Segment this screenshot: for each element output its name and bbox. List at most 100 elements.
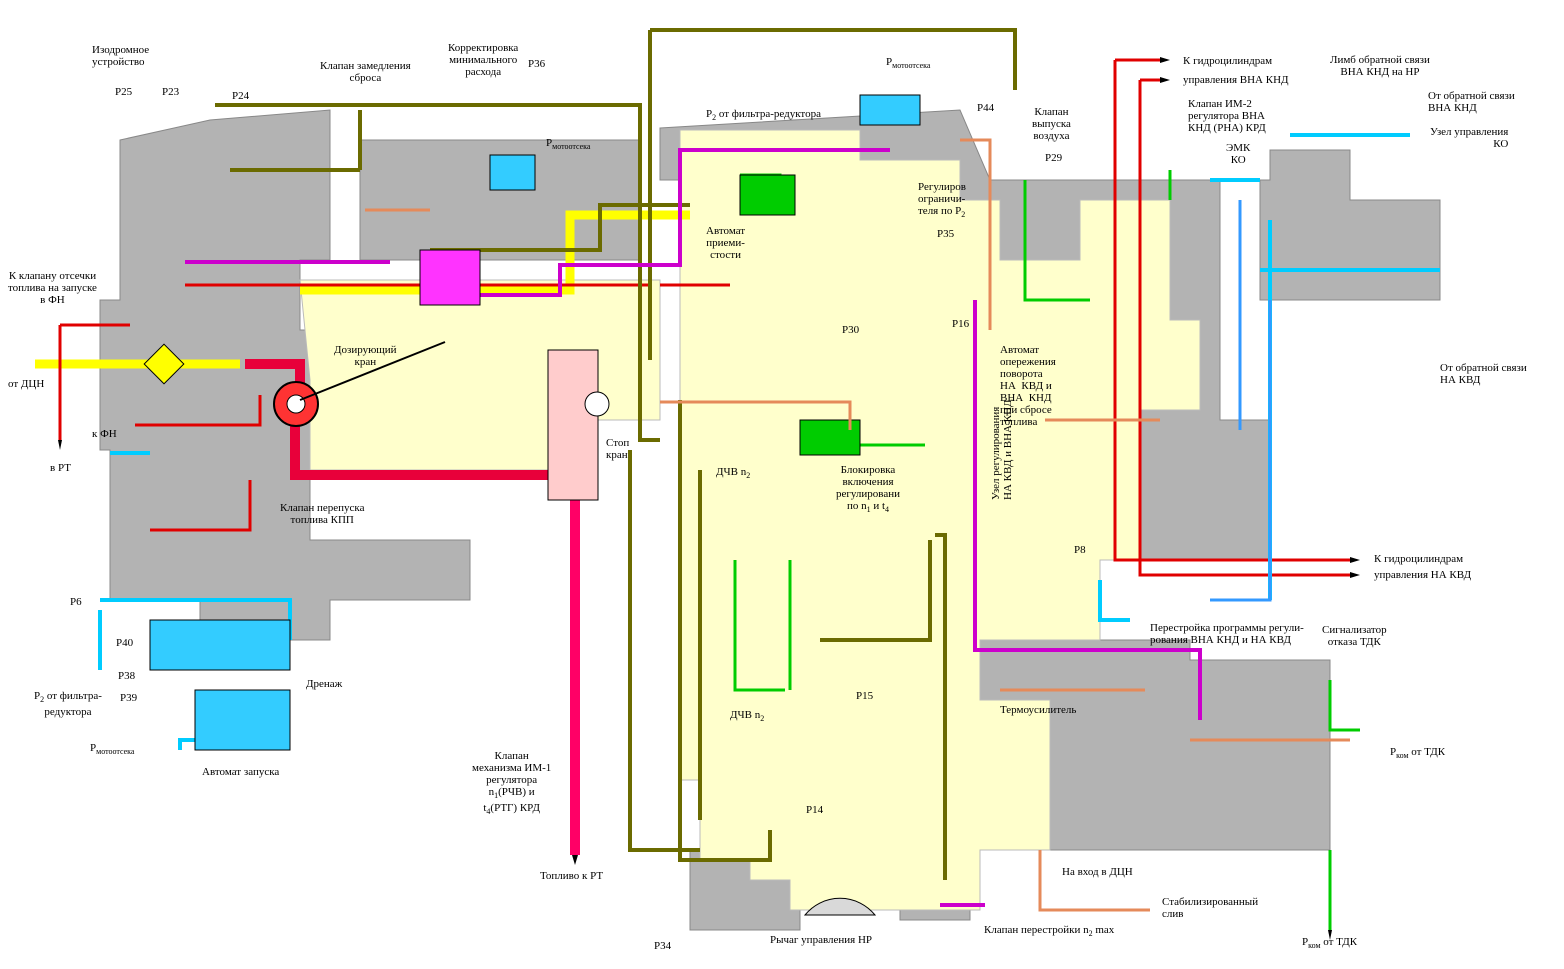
label-klapan-perestroiki-end: max [1095, 924, 1115, 936]
label-klapan-im1: Клапан механизма ИМ-1 регулятора n1(РЧВ)… [472, 750, 551, 818]
dosing-lever [299, 341, 446, 401]
label-p44: Р44 [977, 102, 995, 114]
label-p-kom-bottom-main: Р [1302, 936, 1309, 948]
label-p40: Р40 [116, 637, 134, 649]
label-v-rt-left: в РТ [50, 462, 71, 474]
label-p-moto-left: Рмотоотсека [90, 742, 134, 758]
label-p-moto-left-sub: мотоотсека [96, 747, 135, 757]
label-p-kom-bottom-rest: от ТДК [1323, 936, 1358, 948]
label-p-kom-right-sub: ком [1396, 751, 1409, 761]
label-p24: Р24 [232, 90, 250, 102]
stop-valve-body [547, 349, 599, 501]
label-klapan-im1-sub4: 4 [486, 807, 491, 817]
label-p14: Р14 [806, 804, 824, 816]
label-blokirovka-sub2: 4 [885, 505, 890, 515]
label-klapan-perestroiki-sub: 2 [1088, 929, 1093, 939]
label-p2-filter-left: Р2 от фильтра- редуктора [34, 690, 102, 718]
label-avtomat-priem: Автомат приеми- стости [706, 225, 746, 261]
label-p2-filter-left-rest: от фильтра- редуктора [44, 690, 102, 719]
blue-lines [1210, 200, 1272, 602]
label-p-moto-left-main: Р [90, 742, 97, 754]
label-p-kom-right: Рком от ТДК [1390, 746, 1445, 762]
label-stabil-sliv: Стабилизированный слив [1162, 896, 1259, 920]
label-p-kom-bottom: Рком от ТДК [1302, 936, 1357, 952]
label-k-fn: к ФН [92, 428, 117, 440]
label-p34: Р34 [654, 940, 672, 952]
label-p38: Р38 [118, 670, 136, 682]
label-p30: Р30 [842, 324, 860, 336]
magenta-piston [419, 249, 481, 306]
label-p25: Р25 [115, 86, 133, 98]
label-k-klapanu: К клапану отсечки топлива на запуске в Ф… [8, 270, 97, 306]
orange-lines [365, 138, 1350, 912]
label-klapan-perestroiki-main: Клапан перестройки n [984, 924, 1089, 936]
fuel-filter [143, 343, 185, 385]
label-avtomat-zapuska: Автомат запуска [202, 766, 280, 778]
label-termousilitel: Термоусилитель [1000, 704, 1077, 716]
label-p-kom-bottom-sub: ком [1308, 941, 1321, 951]
label-k-gidro-bottom: К гидроцилиндрам [1374, 553, 1464, 565]
label-p-kom-right-rest: от ТДК [1411, 746, 1446, 758]
label-p-moto-right-sub: мотоотсека [552, 142, 591, 152]
cyan-autostart-top [149, 619, 291, 671]
label-p2-filter-main: Р [706, 108, 713, 120]
label-klapan-perepuska: Клапан перепуска топлива КПП [280, 502, 365, 526]
cyan-actuator-top [859, 94, 921, 126]
green-piston-block [739, 174, 796, 216]
label-klapan-perestroiki: Клапан перестройки n2 max [984, 924, 1114, 940]
label-klapan-vypuska: Клапан выпуска воздуха [1032, 106, 1071, 142]
label-na-vhod-dcn: На вход в ДЦН [1062, 866, 1133, 878]
label-klapan-im1-sub1: 1 [494, 791, 499, 801]
label-dchv-n2-bottom-sub: 2 [760, 714, 765, 724]
magenta-lines [185, 148, 1202, 907]
label-p36: Р36 [528, 58, 546, 70]
label-k-gidro-top: К гидроцилиндрам [1183, 55, 1273, 67]
label-p6: Р6 [70, 596, 82, 608]
label-izodrom: Изодромное устройство [92, 44, 150, 68]
label-p15: Р15 [856, 690, 874, 702]
label-upr-vna-knd: управления ВНА КНД [1183, 74, 1289, 86]
label-regul-ogran-main: Регулиров ограничи- теля по Р [918, 181, 966, 217]
label-p23: Р23 [162, 86, 180, 98]
label-ot-dcn: от ДЦН [8, 378, 45, 390]
label-dchv-n2-top: ДЧВ n2 [716, 466, 750, 482]
label-regul-ogran-sub: 2 [961, 210, 966, 220]
label-drenazh: Дренаж [306, 678, 343, 690]
olive-control-lines [215, 28, 1017, 880]
label-dchv-n2-top-main: ДЧВ n [716, 466, 747, 478]
label-uzel-regul-vert: Узел регулирования НА КВД и ВНА КНД [990, 399, 1014, 500]
label-p35: Р35 [937, 228, 955, 240]
label-dchv-n2-bottom-main: ДЧВ n [730, 709, 761, 721]
arrow-heads [58, 57, 1360, 940]
label-dchv-n2-top-sub: 2 [746, 471, 751, 481]
label-p2-filter-left-main: Р [34, 690, 41, 702]
dosing-valve-core [286, 394, 306, 414]
label-ot-obr-svyazi-vna: От обратной связи ВНА КНД [1428, 90, 1515, 114]
label-klapan-im2: Клапан ИМ-2 регулятора ВНА КНД (РНА) КРД [1188, 98, 1266, 134]
label-signalizator: Сигнализатор отказа ТДК [1322, 624, 1387, 648]
label-blokirovka-sub: 1 [866, 505, 871, 515]
label-p16: Р16 [952, 318, 970, 330]
label-perestroika-prog: Перестройка программы регули- рования ВН… [1150, 622, 1304, 646]
label-p-moto-right-main: Р [546, 137, 553, 149]
label-p-moto-center: Рмотоотсека [886, 56, 930, 72]
label-p-moto-right: Рмотоотсека [546, 137, 590, 153]
label-uzel-upr-ko: Узел управления КО [1430, 126, 1509, 150]
label-upr-na-kvd: управления НА КВД [1374, 569, 1472, 581]
stop-valve-handle [584, 391, 610, 417]
label-regul-ogran: Регулиров ограничи- теля по Р2 [918, 181, 966, 221]
label-klapan-im1-c: (РТГ) КРД [490, 802, 540, 815]
label-emk-ko: ЭМК КО [1226, 142, 1251, 166]
control-lever-sector [803, 897, 877, 916]
label-p-moto-center-main: Р [886, 56, 893, 68]
label-blokirovka: Блокировка включения регулировани по n1 … [836, 464, 900, 516]
label-ot-obr-svyazi-na: От обратной связи НА КВД [1440, 362, 1527, 386]
label-klapan-im1-b: (РЧВ) и t [483, 786, 535, 815]
label-toplivo-k-rt: Топливо к РТ [540, 870, 604, 882]
label-klapan-zamed: Клапан замедления сброса [320, 60, 411, 84]
label-p2-filter-rest: от фильтра-редуктора [718, 108, 821, 120]
label-p8: Р8 [1074, 544, 1086, 556]
label-dchv-n2-bottom: ДЧВ n2 [730, 709, 764, 725]
label-p2-filter: Р2 от фильтра-редуктора [706, 108, 821, 124]
